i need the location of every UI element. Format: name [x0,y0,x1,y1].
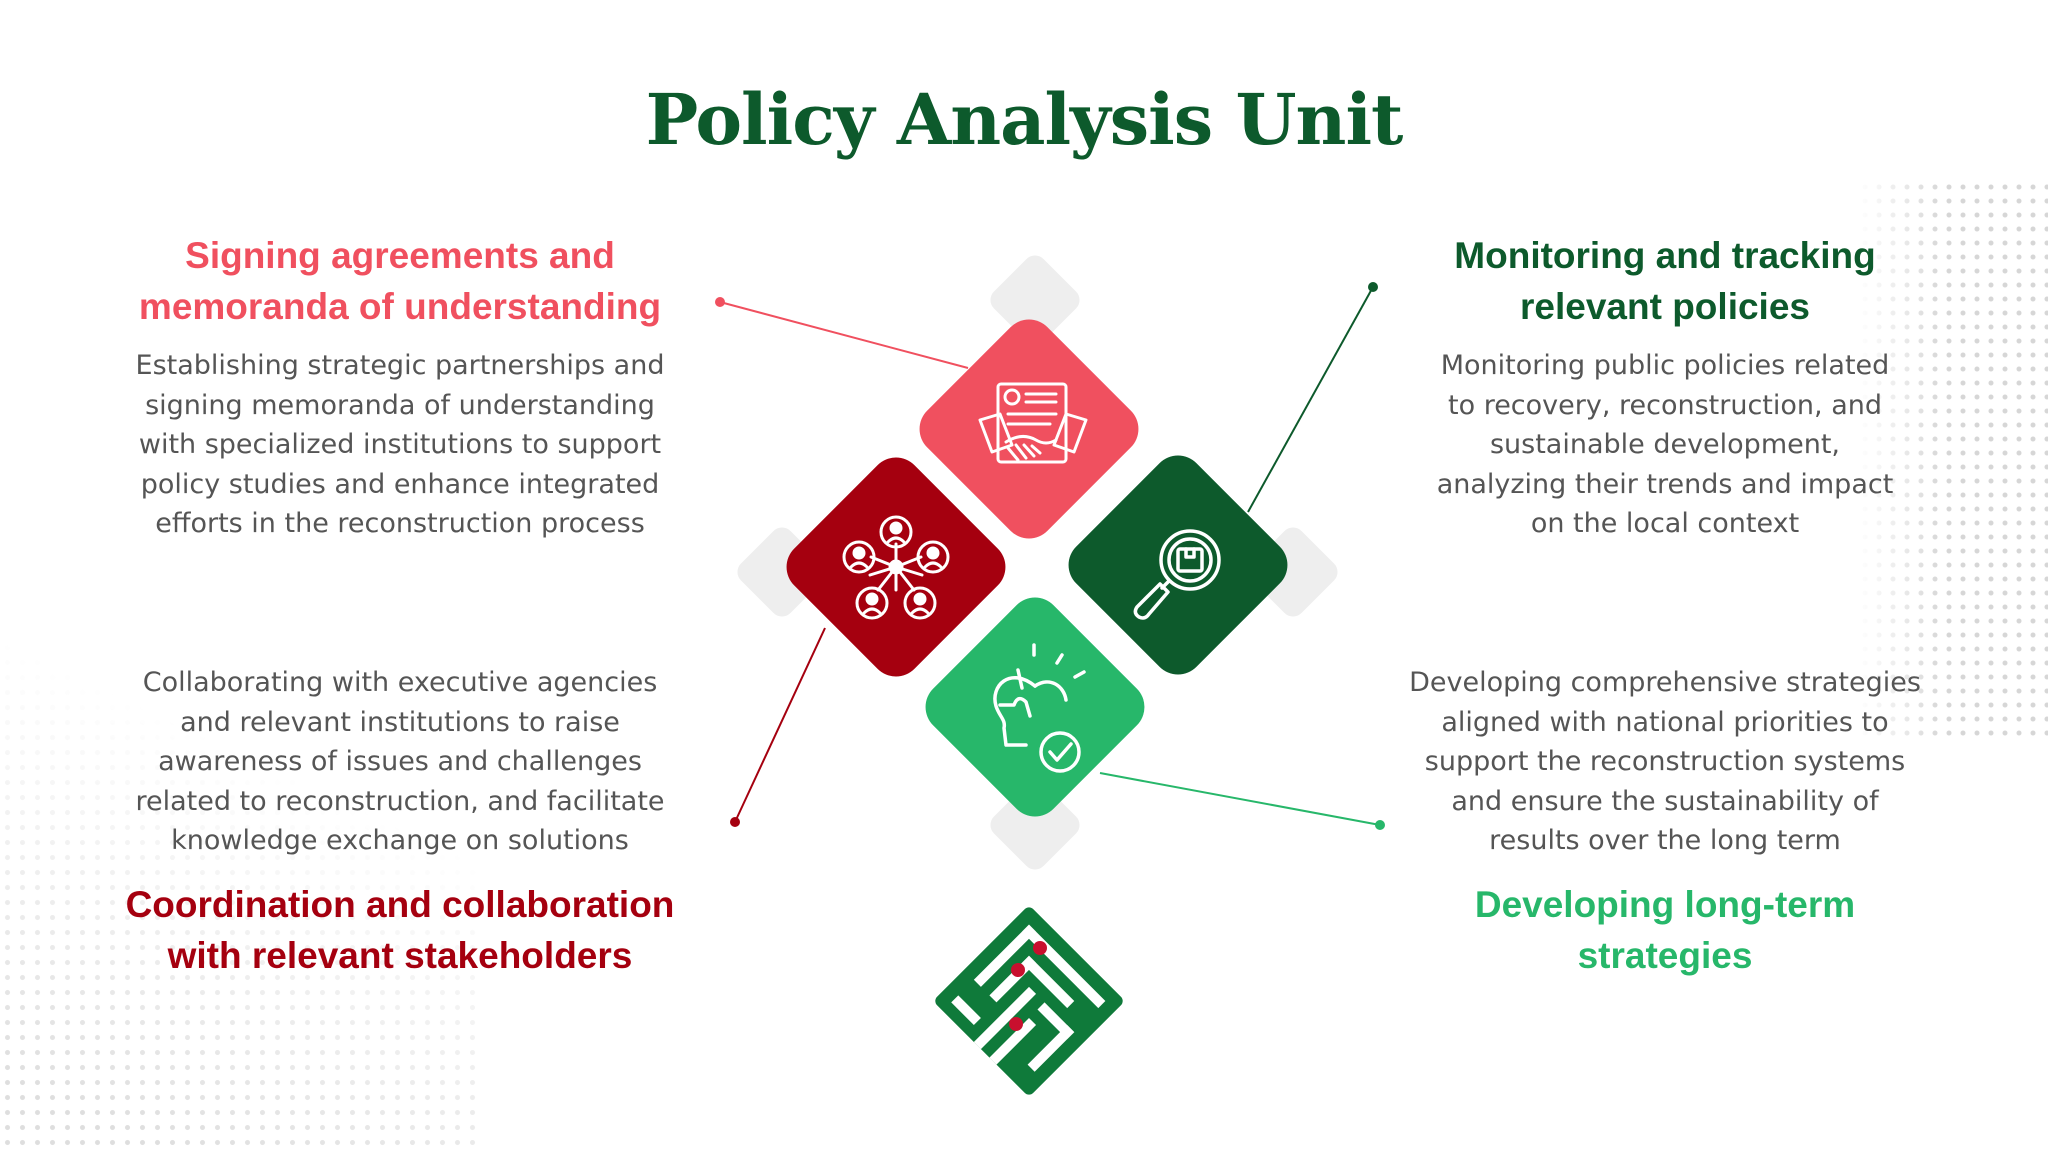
handshake-document-icon [978,382,1088,464]
item-monitoring-description: Monitoring public policies related to re… [1436,350,1894,539]
people-network-icon [842,515,950,620]
item-agreements-description: Establishing strategic partnerships and … [135,350,665,539]
connector-coordination [730,627,826,827]
connector-strategies [1099,772,1385,830]
dot-pattern-bottom-left [0,640,480,1152]
kufic-square-logo-icon [935,907,1123,1095]
item-monitoring: Monitoring and tracking relevant policie… [1370,230,1960,544]
connector-agreements [715,297,969,369]
magnifier-box-icon [1133,529,1221,620]
item-coordination-description: Collaborating with executive agencies an… [135,667,665,856]
item-strategies: Developing comprehensive strategies alig… [1370,663,1960,981]
item-coordination-heading: Coordination and collaboration with rele… [125,883,675,976]
diamond-agreements [919,319,1139,539]
item-agreements: Signing agreements and memoranda of unde… [105,230,695,544]
item-monitoring-heading: Monitoring and tracking relevant policie… [1454,235,1876,327]
item-strategies-heading: Developing long-term strategies [1474,883,1856,976]
puzzle-head-check-icon [993,643,1086,773]
dot-pattern-top-right [1858,180,2048,740]
item-coordination: Collaborating with executive agencies an… [85,663,715,981]
item-strategies-description: Developing comprehensive strategies alig… [1409,667,1921,856]
placeholder-diamond-top [990,255,1080,345]
diamond-strategies [925,597,1145,817]
item-agreements-heading: Signing agreements and memoranda of unde… [138,235,662,327]
page-title: Policy Analysis Unit [645,78,1404,161]
connector-monitoring [1247,282,1378,513]
